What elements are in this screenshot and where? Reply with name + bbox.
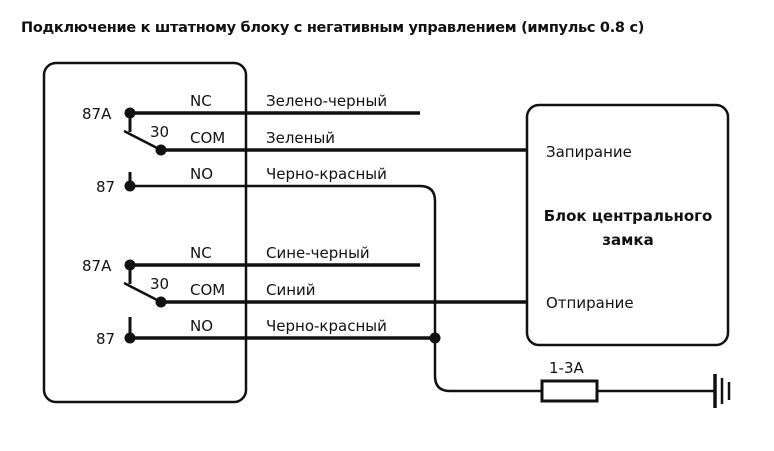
pin-label-30: 30 bbox=[150, 275, 169, 293]
contact-label-no: NO bbox=[190, 317, 213, 335]
wire-color-label: Черно-красный bbox=[266, 317, 387, 335]
pin-label-87: 87 bbox=[96, 178, 115, 196]
switch-arm-relay1 bbox=[123, 129, 162, 152]
switch-arm-relay2 bbox=[123, 281, 162, 304]
wire-color-label: Зелено-черный bbox=[266, 92, 387, 110]
relay-module-box bbox=[42, 61, 248, 404]
pin-dot-relay2-87 bbox=[124, 332, 136, 344]
lock-unit-title-line2: замка bbox=[602, 231, 653, 249]
ground-icon bbox=[713, 374, 731, 408]
relay-2: 87A 30 87 NC COM NO Сине-черный Синий Че… bbox=[82, 244, 527, 348]
wire-color-label: Сине-черный bbox=[266, 244, 370, 262]
lock-unit-title-line1: Блок центрального bbox=[544, 207, 713, 225]
contact-label-nc: NC bbox=[190, 244, 212, 262]
fuse-symbol bbox=[540, 379, 599, 403]
pin-dot-relay1-30 bbox=[155, 144, 167, 156]
wire-color-label: Зеленый bbox=[266, 129, 335, 147]
pin-label-87: 87 bbox=[96, 330, 115, 348]
relay-1: 87A 30 87 NC COM NO Зелено-черный Зелены… bbox=[82, 92, 541, 393]
contact-label-com: COM bbox=[190, 281, 225, 299]
pin-label-30: 30 bbox=[150, 123, 169, 141]
lock-input-label: Запирание bbox=[546, 143, 632, 161]
pin-dot-relay2-30 bbox=[155, 296, 167, 308]
unlock-input-label: Отпирание bbox=[546, 294, 634, 312]
pin-label-87a: 87A bbox=[82, 105, 112, 123]
wire-color-label: Черно-красный bbox=[266, 165, 387, 183]
diagram-title: Подключение к штатному блоку с негативны… bbox=[21, 20, 645, 36]
contact-label-com: COM bbox=[190, 129, 225, 147]
contact-label-nc: NC bbox=[190, 92, 212, 110]
contact-label-no: NO bbox=[190, 165, 213, 183]
pin-label-87a: 87A bbox=[82, 257, 112, 275]
fuse-label: 1-3A bbox=[549, 359, 584, 377]
wire-color-label: Синий bbox=[266, 281, 316, 299]
wire-relay1-no bbox=[130, 184, 541, 393]
junction-dot bbox=[429, 332, 441, 344]
central-lock-unit-box bbox=[525, 103, 730, 347]
pin-dot-relay1-87 bbox=[124, 180, 136, 192]
